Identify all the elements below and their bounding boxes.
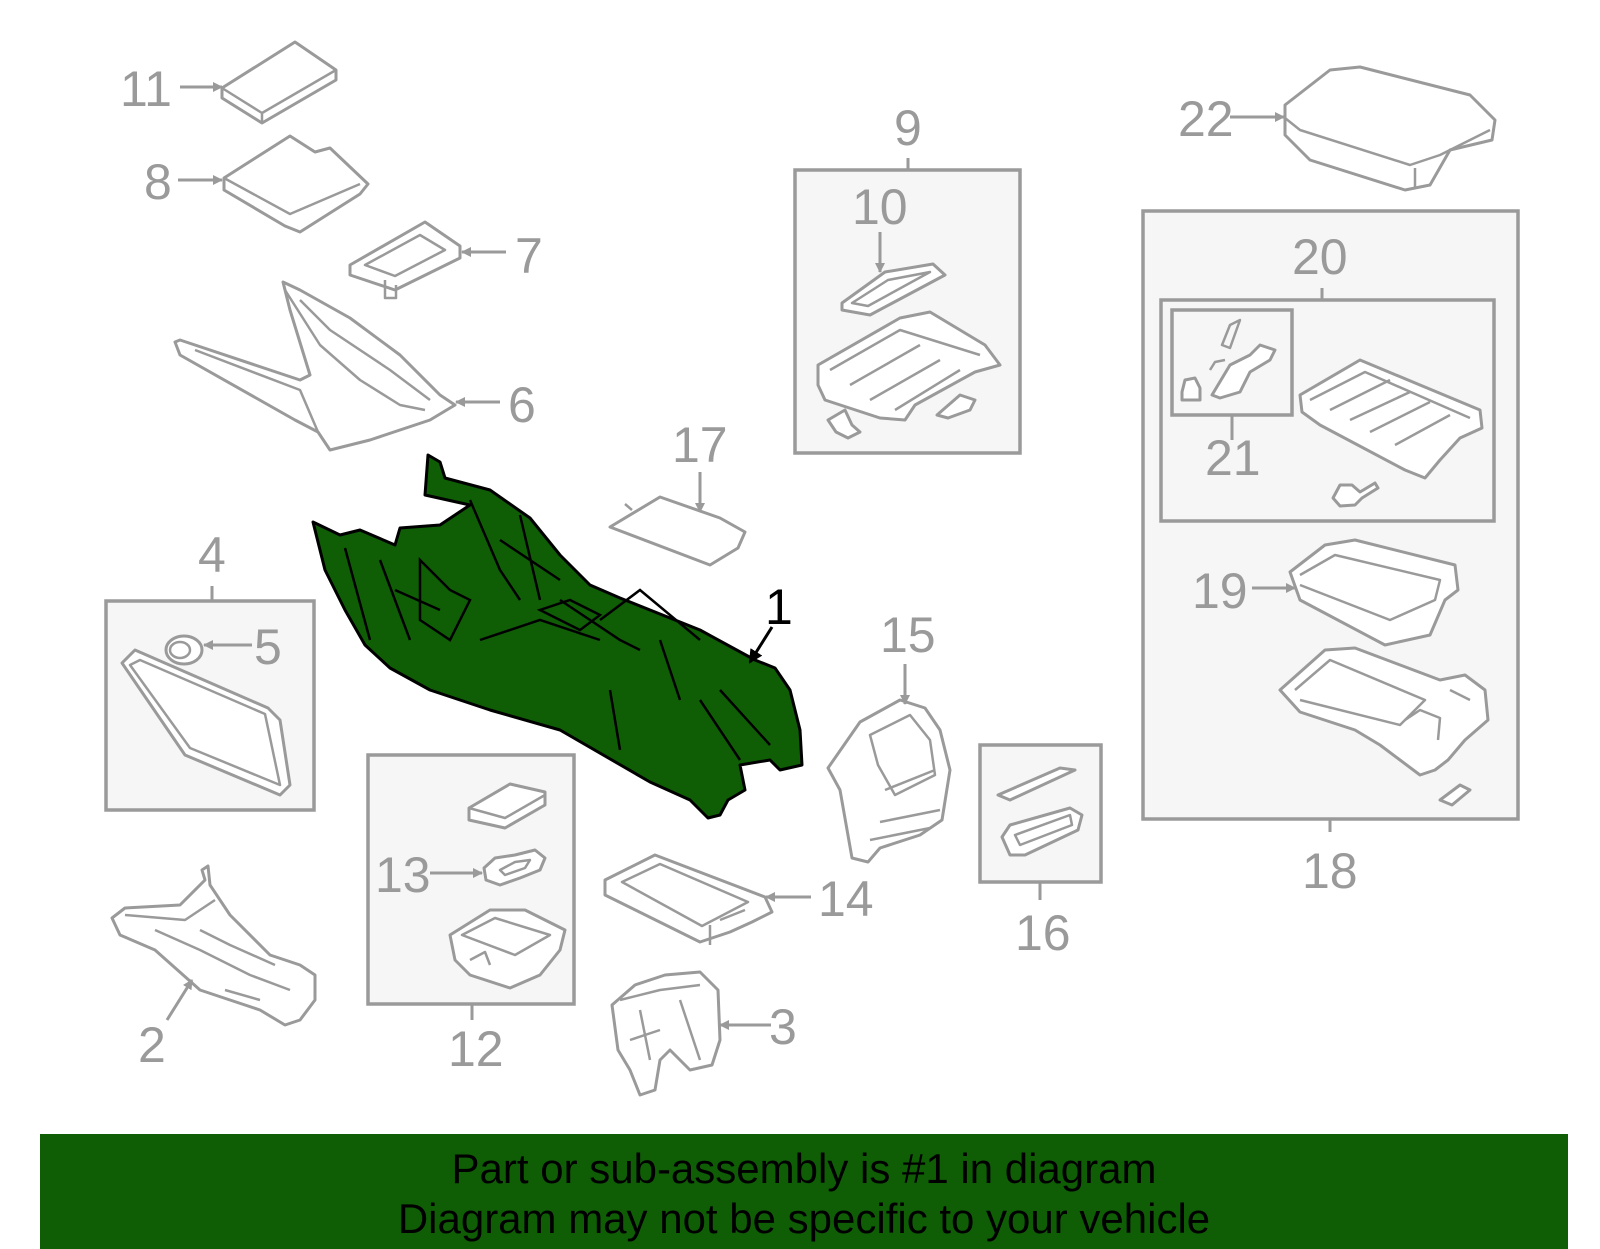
- part-5-clip[interactable]: [164, 634, 204, 666]
- callout-12: 12: [448, 1021, 504, 1077]
- callout-9: 9: [894, 100, 922, 156]
- callout-14: 14: [818, 871, 874, 927]
- group-box-16: [978, 743, 1103, 884]
- callout-5: 5: [254, 619, 282, 675]
- part-12-cupholder-base[interactable]: [448, 908, 567, 990]
- part-16-trim-pieces[interactable]: [996, 766, 1084, 857]
- part-11-lid[interactable]: [220, 40, 338, 125]
- part-17-mat[interactable]: [608, 495, 747, 567]
- callout-22: 22: [1178, 91, 1234, 147]
- banner-line-1: Part or sub-assembly is #1 in diagram: [451, 1145, 1157, 1192]
- callout-6: 6: [508, 377, 536, 433]
- part-19-storage-bin[interactable]: [1288, 538, 1460, 647]
- part-6-trim-panel[interactable]: [173, 280, 457, 452]
- part-15-rear-vent-panel[interactable]: [826, 698, 952, 864]
- part-1-center-console[interactable]: [311, 453, 804, 820]
- part-13-cupholder-ring[interactable]: [482, 848, 547, 887]
- part-14-tray[interactable]: [603, 853, 774, 945]
- callout-3: 3: [769, 999, 797, 1055]
- part-20-hinge-assembly[interactable]: [1298, 358, 1484, 508]
- callout-20: 20: [1292, 229, 1348, 285]
- part-12-cupholder-insert[interactable]: [467, 782, 547, 830]
- banner-line-2: Diagram may not be specific to your vehi…: [397, 1195, 1211, 1242]
- callout-21: 21: [1205, 430, 1261, 486]
- part-8-tray[interactable]: [222, 134, 370, 234]
- part-21-latch[interactable]: [1180, 318, 1277, 402]
- part-7-storage-insert[interactable]: [348, 220, 462, 300]
- part-3-support-bracket[interactable]: [610, 970, 722, 1097]
- callout-4: 4: [198, 527, 226, 583]
- part-2-bracket[interactable]: [110, 864, 317, 1027]
- part-10-insert[interactable]: [840, 262, 947, 317]
- callout-8: 8: [144, 154, 172, 210]
- callout-19: 19: [1192, 563, 1248, 619]
- callout-15: 15: [880, 607, 936, 663]
- callout-13: 13: [375, 847, 431, 903]
- callout-2: 2: [138, 1017, 166, 1073]
- part-9-bracket[interactable]: [816, 310, 1002, 440]
- part-18-armrest-base[interactable]: [1278, 646, 1490, 807]
- callout-10: 10: [852, 179, 908, 235]
- callout-1: 1: [765, 579, 793, 635]
- callout-18: 18: [1302, 843, 1358, 899]
- part-22-armrest[interactable]: [1283, 65, 1497, 192]
- callout-16: 16: [1015, 905, 1071, 961]
- callout-11: 11: [120, 61, 172, 117]
- part-4-bezel[interactable]: [120, 648, 292, 797]
- callout-17: 17: [672, 417, 728, 473]
- info-banner: Part or sub-assembly is #1 in diagram Di…: [40, 1134, 1568, 1249]
- callout-7: 7: [515, 228, 543, 284]
